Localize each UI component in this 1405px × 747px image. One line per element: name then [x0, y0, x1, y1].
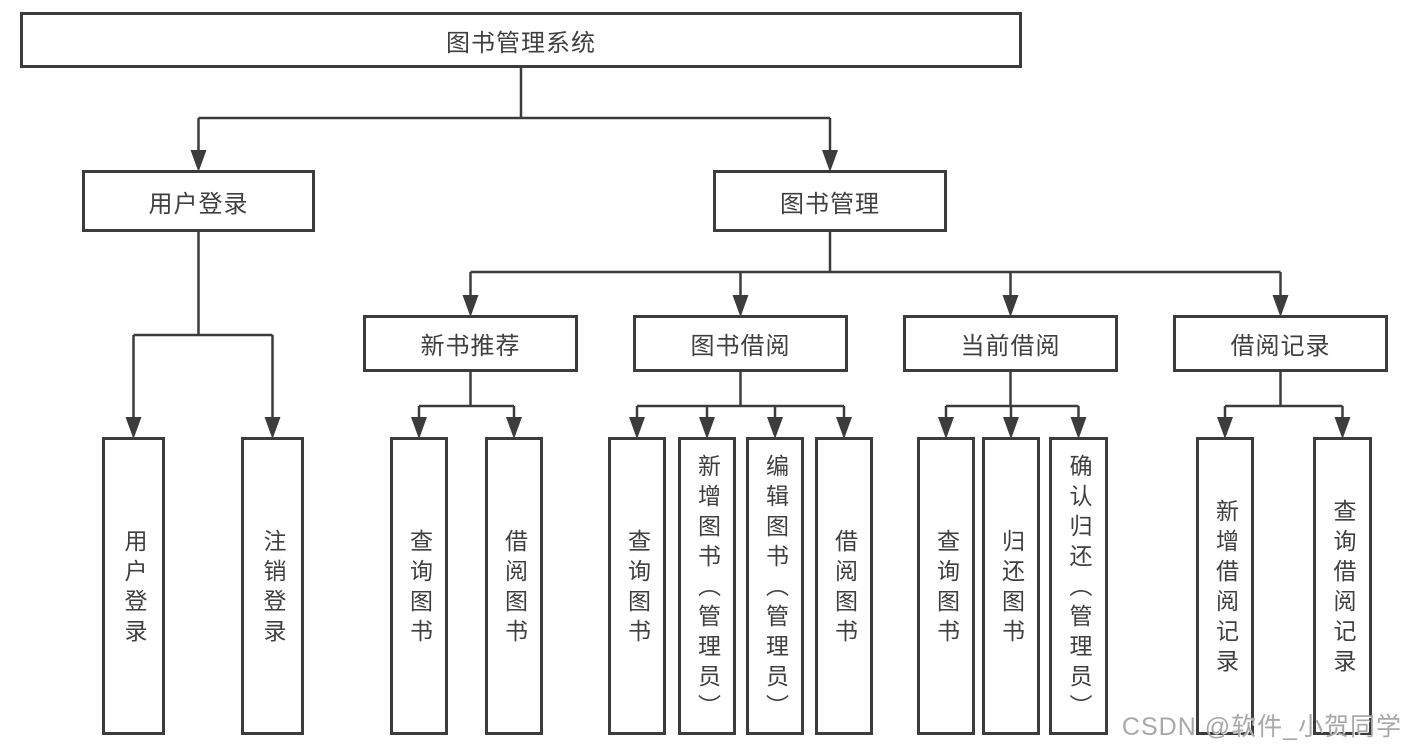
node-bb-query: 查询图书: [608, 437, 666, 735]
node-label: 借阅记录: [1230, 333, 1331, 360]
node-label: 查询借阅记录: [1330, 499, 1356, 679]
node-cur-borrow: 当前借阅: [903, 315, 1118, 372]
node-book-mgmt: 图书管理: [713, 170, 947, 232]
node-cb-return: 归还图书: [982, 437, 1040, 735]
node-cb-query: 查询图书: [917, 437, 975, 735]
node-book-borrow: 图书借阅: [633, 315, 848, 372]
node-label: 查询图书: [406, 529, 433, 649]
csdn-watermark: CSDN @软件_小贺同学: [1121, 713, 1402, 741]
node-label: 新增借阅记录: [1212, 499, 1239, 679]
node-label: 用户登录: [148, 190, 249, 218]
node-label: 借阅图书: [831, 529, 858, 649]
node-label: 编辑图书（管理员）: [762, 454, 789, 724]
node-ul-login: 用户登录: [102, 437, 165, 735]
node-label: 查询图书: [624, 529, 651, 649]
node-label: 注销登录: [260, 529, 286, 649]
node-bb-borrow: 借阅图书: [815, 437, 873, 735]
node-label: 查询图书: [933, 529, 960, 649]
node-label: 新书推荐: [420, 333, 521, 360]
node-ul-logout: 注销登录: [241, 437, 304, 735]
node-label: 图书管理系统: [446, 29, 596, 57]
node-bb-add: 新增图书（管理员）: [678, 437, 736, 735]
node-root: 图书管理系统: [20, 12, 1022, 68]
node-br-add: 新增借阅记录: [1196, 437, 1254, 735]
node-label: 图书借阅: [690, 333, 791, 360]
node-bb-edit: 编辑图书（管理员）: [746, 437, 804, 735]
node-cb-confirm: 确认归还（管理员）: [1049, 437, 1108, 735]
node-user-login: 用户登录: [82, 170, 315, 232]
node-label: 确认归还（管理员）: [1066, 454, 1092, 724]
node-nr-query: 查询图书: [390, 437, 448, 735]
node-label: 当前借阅: [960, 333, 1061, 360]
node-label: 归还图书: [998, 529, 1025, 649]
node-nr-borrow: 借阅图书: [485, 437, 543, 735]
node-label: 借阅图书: [501, 529, 528, 649]
node-new-book-rec: 新书推荐: [363, 315, 578, 372]
node-label: 图书管理: [780, 190, 880, 218]
node-label: 用户登录: [121, 529, 147, 649]
node-borrow-rec: 借阅记录: [1173, 315, 1388, 372]
node-br-query: 查询借阅记录: [1313, 437, 1372, 735]
node-label: 新增图书（管理员）: [694, 454, 721, 724]
